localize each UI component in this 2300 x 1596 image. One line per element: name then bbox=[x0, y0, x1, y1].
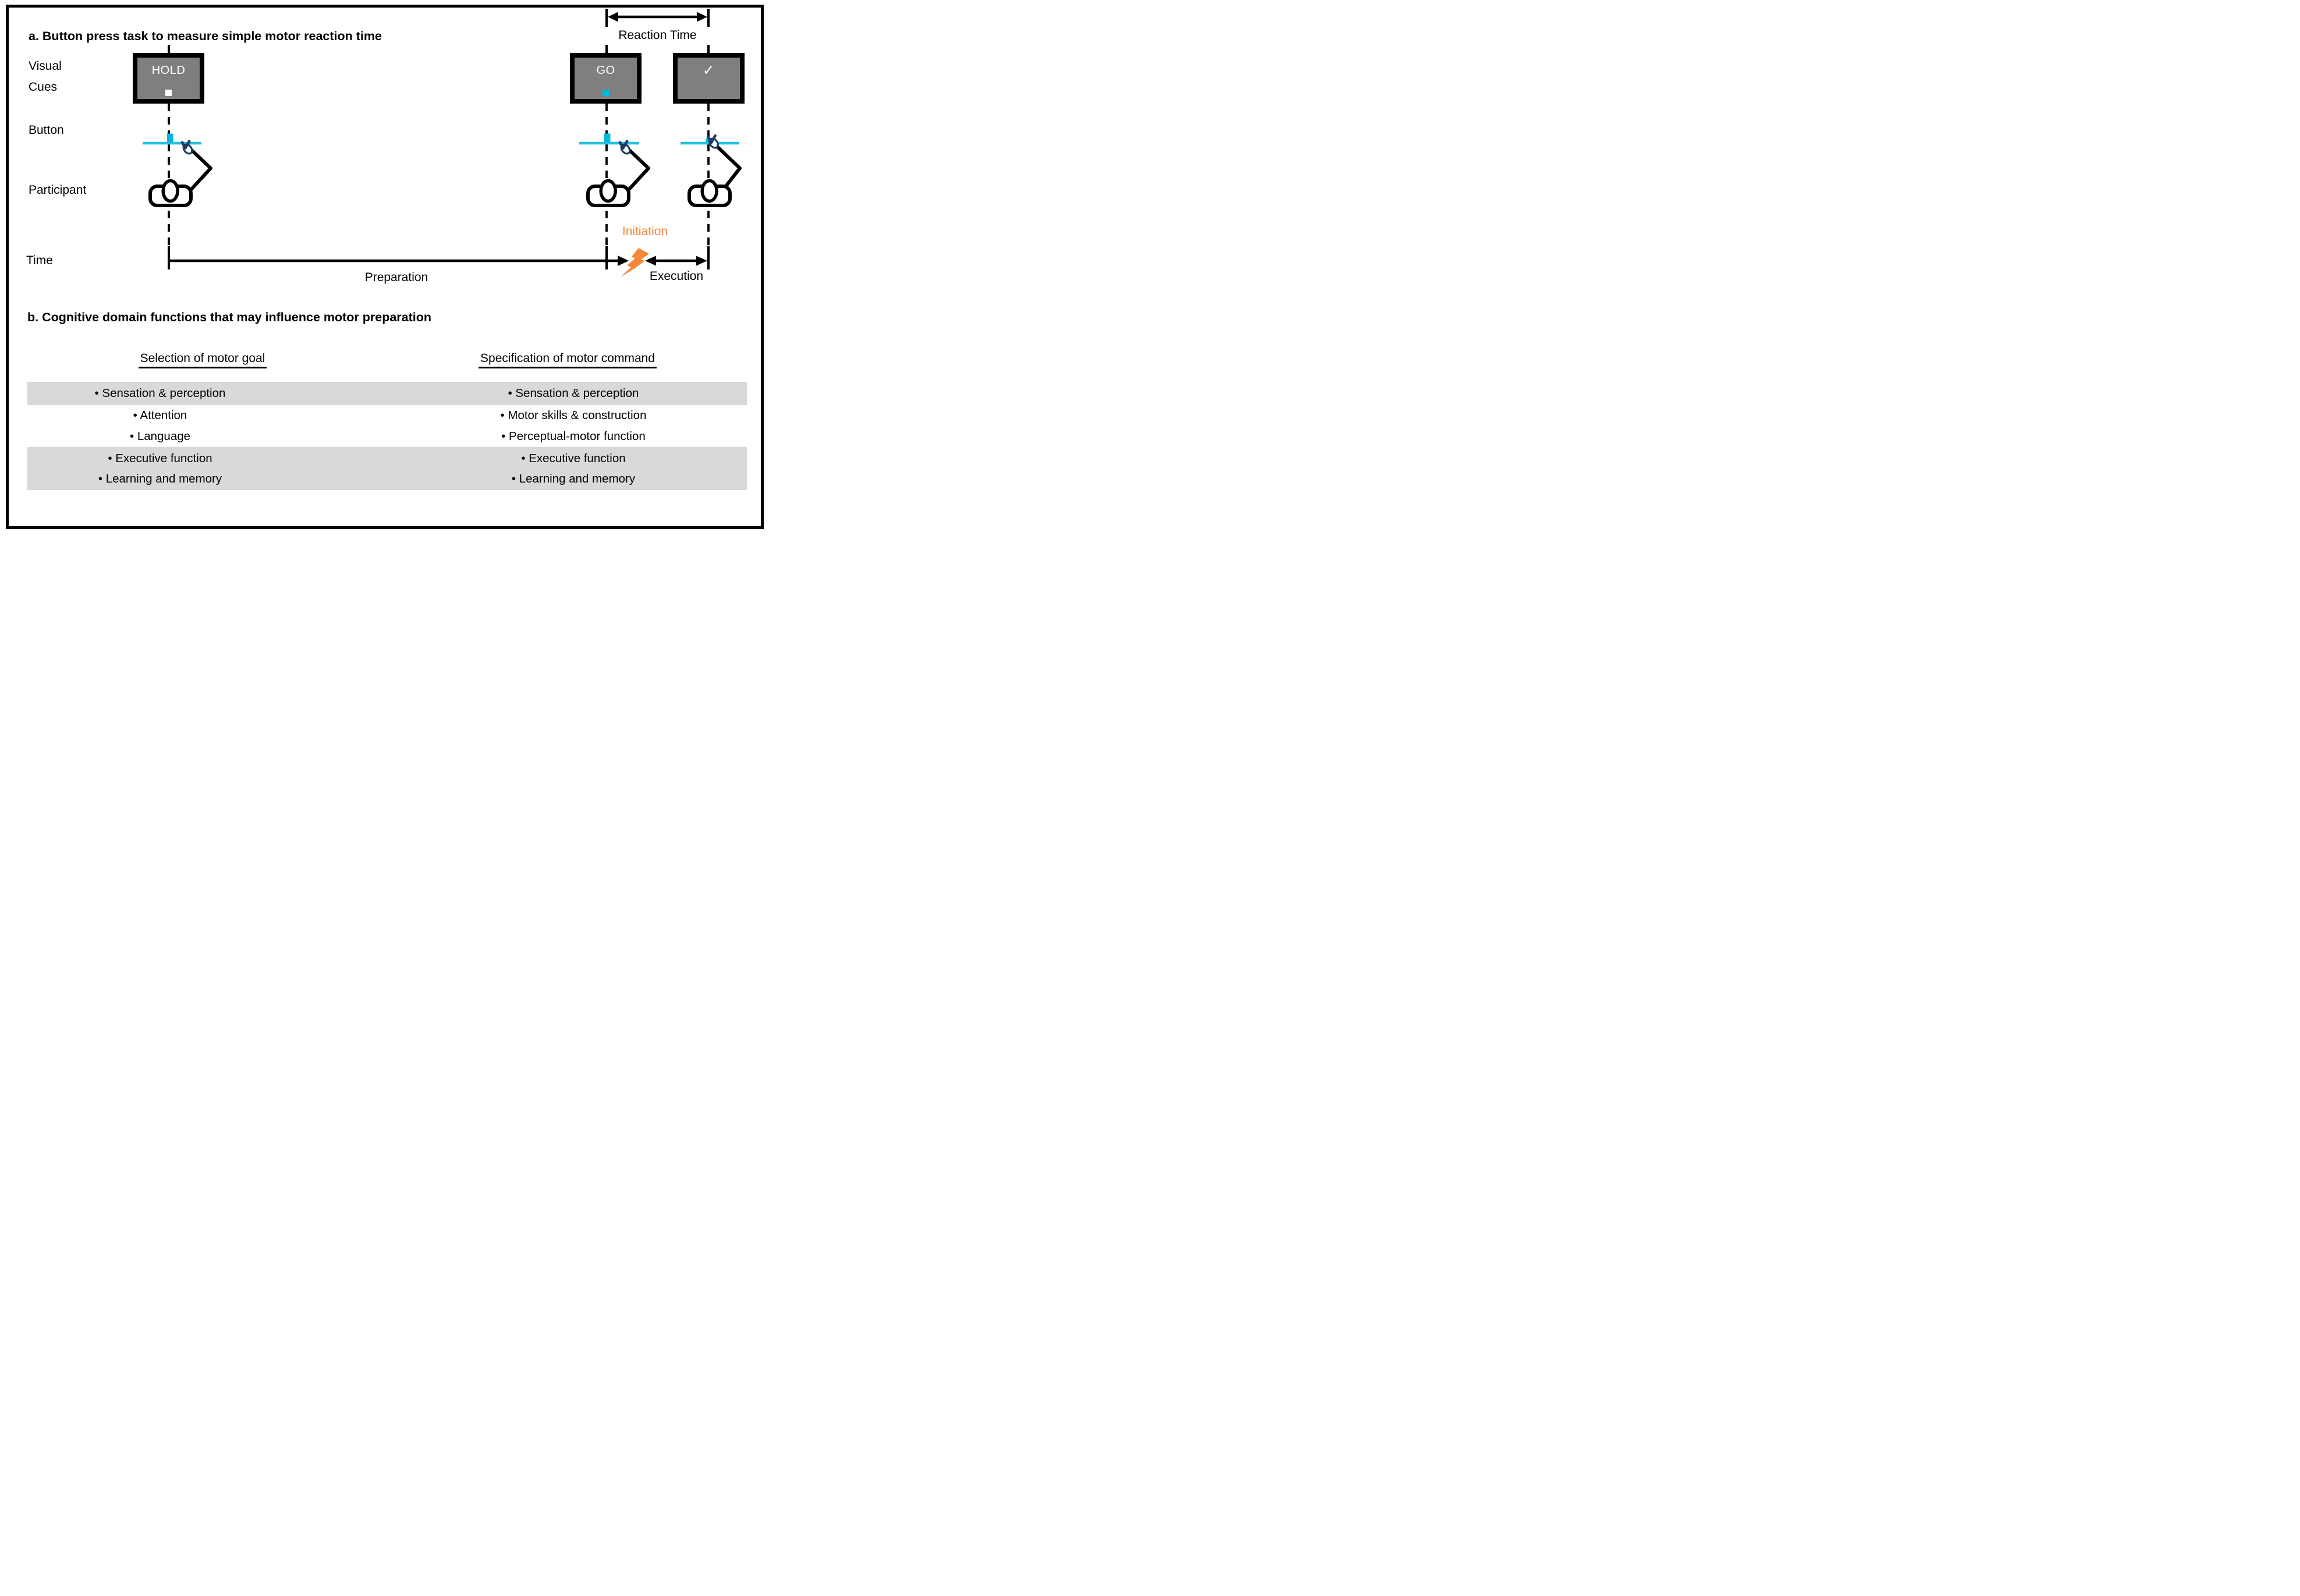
head bbox=[161, 179, 179, 203]
hand-fingers-icon bbox=[618, 139, 629, 150]
time-row-label: Time bbox=[26, 254, 53, 267]
participant-go bbox=[586, 139, 650, 207]
go-button-up bbox=[604, 133, 611, 143]
list-item: • Learning and memory bbox=[98, 472, 222, 485]
go-screen: GO bbox=[570, 53, 642, 104]
gray-band-rows4-5 bbox=[27, 447, 747, 490]
figure-border bbox=[6, 5, 764, 529]
list-item: • Sensation & perception bbox=[508, 386, 639, 400]
execution-arrowhead-right bbox=[696, 256, 707, 266]
execution-label: Execution bbox=[649, 269, 704, 283]
hold-screen: HOLD bbox=[133, 53, 204, 104]
list-item: • Language bbox=[129, 430, 191, 443]
go-screen-label: GO bbox=[596, 64, 615, 77]
preparation-label: Preparation bbox=[364, 271, 428, 284]
gray-band-row1 bbox=[27, 382, 747, 405]
visual-cues-label-line1: Visual bbox=[29, 59, 62, 73]
participant-check bbox=[687, 134, 742, 207]
reaction-time-arrowhead-right bbox=[697, 12, 707, 22]
execution-arrowhead-left bbox=[645, 256, 656, 266]
right-column-header-text: Specification of motor command bbox=[479, 352, 657, 368]
reaction-time-label: Reaction Time bbox=[618, 29, 697, 42]
check-screen: ✓ bbox=[673, 53, 745, 104]
hand-fingers-icon bbox=[180, 139, 191, 150]
list-item: • Executive function bbox=[108, 452, 212, 465]
panel-a-title: a. Button press task to measure simple m… bbox=[29, 29, 382, 43]
panel-a-graphics bbox=[143, 9, 742, 277]
left-column-header: Selection of motor goal bbox=[111, 352, 295, 368]
check-button-pressed bbox=[706, 138, 711, 143]
visual-cues-label-line2: Cues bbox=[29, 80, 58, 94]
list-item: • Motor skills & construction bbox=[500, 409, 647, 422]
left-column-header-text: Selection of motor goal bbox=[138, 352, 267, 368]
participant-row-label: Participant bbox=[29, 183, 87, 197]
button-row-label: Button bbox=[29, 123, 64, 137]
reaction-time-arrowhead-left bbox=[608, 12, 618, 22]
figure: HOLD GO ✓ a. Button press task to measur… bbox=[0, 0, 767, 532]
initiation-label: Initiation bbox=[622, 225, 668, 238]
hold-screen-square-icon bbox=[165, 90, 172, 96]
preparation-arrowhead bbox=[618, 256, 629, 266]
list-item: • Sensation & perception bbox=[94, 386, 226, 400]
panel-b-title: b. Cognitive domain functions that may i… bbox=[27, 310, 432, 324]
list-item: • Executive function bbox=[521, 452, 626, 465]
list-item: • Learning and memory bbox=[511, 472, 636, 485]
hold-button-up bbox=[167, 133, 173, 143]
checkmark-icon: ✓ bbox=[702, 62, 715, 79]
arm bbox=[188, 147, 212, 192]
initiation-lightning-bolt-icon bbox=[621, 248, 649, 277]
head bbox=[599, 179, 617, 203]
right-column-header: Specification of motor command bbox=[439, 352, 696, 368]
arm bbox=[626, 147, 650, 192]
arm bbox=[714, 143, 742, 189]
list-item: • Attention bbox=[133, 409, 187, 422]
hold-screen-label: HOLD bbox=[151, 64, 186, 77]
participant-hold bbox=[148, 139, 212, 207]
list-item: • Perceptual-motor function bbox=[501, 430, 646, 443]
hand-fingers-icon bbox=[706, 134, 717, 144]
head bbox=[700, 179, 718, 203]
go-screen-square-icon bbox=[603, 90, 609, 96]
